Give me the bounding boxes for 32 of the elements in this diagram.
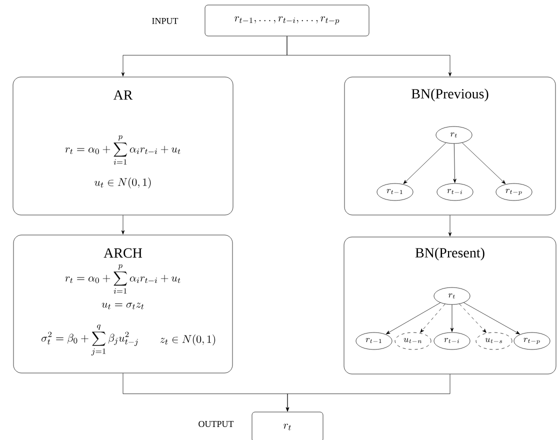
formula: $r_t = \alpha_0 + \sum_{i=1}^{p} \alpha_i r_{t-i} + u_t$ [65, 135, 180, 165]
arrow [286, 36, 452, 76]
formula: $u_t \in N(0,1)$ [94, 178, 151, 188]
value-box [198, 412, 324, 440]
arrow [403, 142, 446, 184]
arrow [453, 144, 456, 183]
box-title: AR [113, 90, 133, 100]
formula: $r_{t-1},\ldots,r_{t-i},\ldots,r_{t-p}$ [234, 16, 340, 24]
formula: $z_t \in N(0,1)$ [160, 334, 216, 346]
box-title: BN(Present) [415, 248, 484, 260]
model-box [13, 234, 233, 374]
formula: $r_t$ [284, 424, 291, 430]
arrow [121, 215, 125, 234]
formula: $r_t = \alpha_0 + \sum_{i=1}^{p} \alpha_i r_{t-i} + u_t$ [65, 264, 180, 294]
arrow [462, 142, 506, 184]
arrow [450, 304, 454, 332]
model-box [344, 76, 556, 216]
side-label: OUTPUT [198, 420, 234, 428]
arrow [420, 304, 446, 333]
side-label: INPUT [152, 18, 178, 24]
model-box [344, 236, 556, 374]
box-title: BN(Previous) [412, 88, 488, 102]
model-box [12, 76, 234, 216]
formula: $\sigma_t^2 = \beta_0 + \sum_{j=1}^{q} \beta_j u_{t-j}^2$ [42, 324, 138, 356]
box-title: ARCH [104, 248, 142, 258]
formula: $u_t = \sigma_t z_t$ [102, 302, 144, 310]
arrow [386, 302, 441, 334]
arrow [448, 215, 452, 236]
arrow [286, 374, 450, 412]
value-box [152, 4, 370, 36]
arrow [459, 304, 486, 333]
arrow [464, 302, 520, 334]
